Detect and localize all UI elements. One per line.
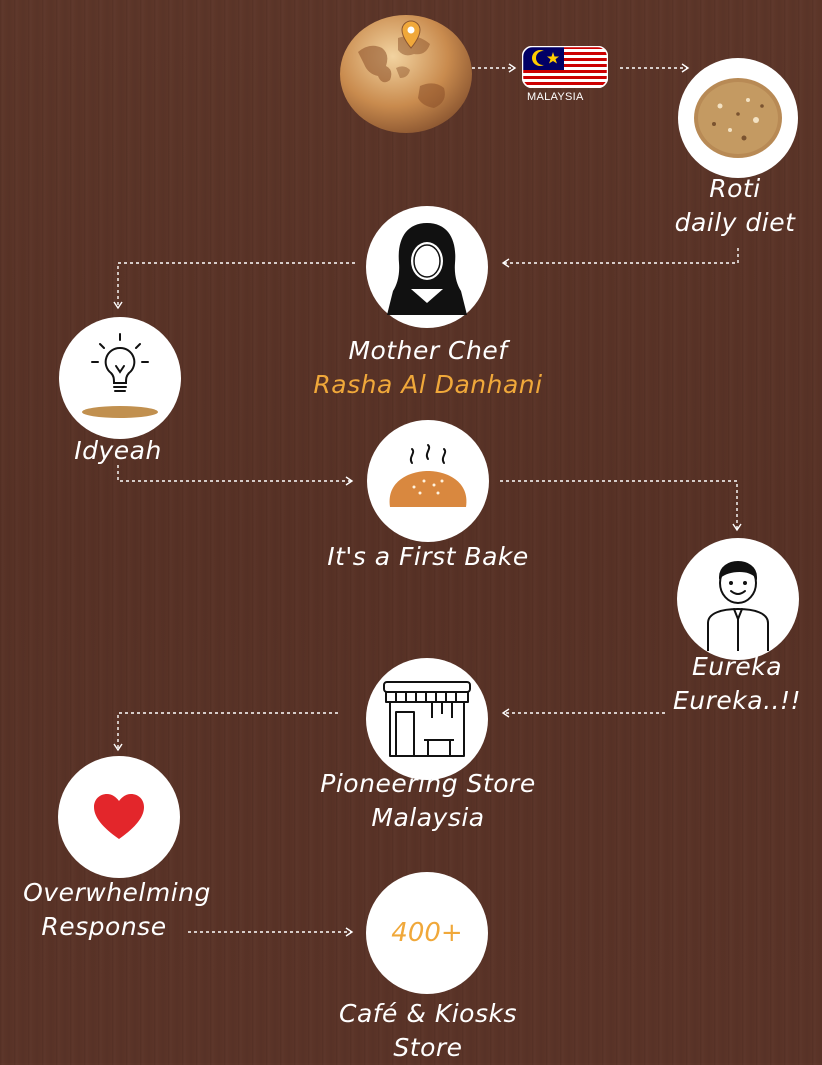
malaysia-flag-icon [521,45,609,89]
overwhelming-title: Overwhelming [23,878,211,907]
roti-plate-icon [694,78,782,158]
overwhelming-node [58,756,180,878]
cafe-kiosk-subtitle: Store [393,1033,463,1062]
eureka-node [677,538,799,660]
globe-icon [340,15,472,133]
connector-bake-eureka [500,480,742,532]
lightbulb-icon [82,333,158,418]
first-bake-node [367,420,489,542]
idyeah-label: Idyeah [74,436,162,465]
idyeah-node [59,317,181,439]
mother-chef-title: Mother Chef [348,336,508,365]
mother-chef-label: Mother Chef Rasha Al Danhani [300,334,556,402]
heart-icon [94,794,144,839]
roti-label: Roti daily diet [660,172,810,240]
location-pin-icon [401,20,421,49]
globe-node [338,14,474,134]
man-icon [707,561,769,651]
first-bake-label: It's a First Bake [327,542,529,571]
malaysia-flag-node [521,45,609,89]
pioneering-store-subtitle: Malaysia [371,803,485,832]
chef-woman-icon [387,223,467,315]
eureka-title: Eureka [691,652,783,681]
connector-store-overwhelming [113,712,338,752]
eureka-label: Eureka Eureka..!! [662,650,812,718]
cafe-kiosk-title: Café & Kiosks [338,999,517,1028]
chef-name: Rasha Al Danhani [313,370,543,399]
pioneering-store-title: Pioneering Store [320,769,536,798]
eureka-subtitle: Eureka..!! [672,686,802,715]
roti-node [678,58,798,178]
stores-count: 400+ [391,918,463,948]
connector-chef-idyeah [113,262,355,310]
bread-icon [389,444,467,507]
flag-caption: MALAYSIA [527,91,584,103]
store-icon [383,681,471,757]
connector-roti-chef [501,248,739,268]
overwhelming-label: Overwhelming Response [14,876,220,944]
mother-chef-node [366,206,488,328]
stores-count-node: 400+ [366,872,488,994]
cafe-kiosk-label: Café & Kiosks Store [300,997,556,1065]
overwhelming-subtitle: Response [41,912,167,941]
pioneering-store-node [366,658,488,780]
pioneering-store-label: Pioneering Store Malaysia [296,767,560,835]
roti-subtitle: daily diet [674,208,796,237]
roti-title: Roti [709,174,761,203]
